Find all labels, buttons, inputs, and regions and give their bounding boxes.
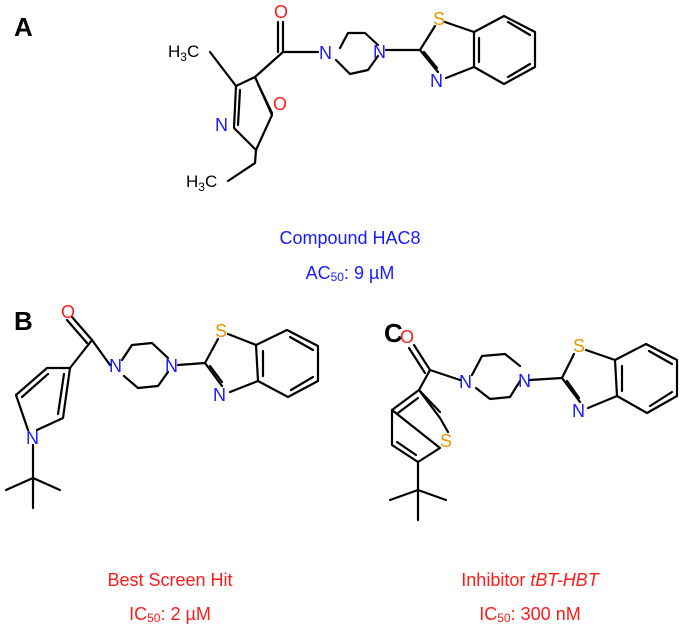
caption-a-metric-sub: 50 [330, 270, 344, 284]
a-ethyl-label: H3C [186, 172, 217, 194]
a-diazepane-n4: N [373, 42, 386, 62]
caption-a-metric-value: : 9 µM [343, 263, 395, 283]
caption-b-metric-label: IC [129, 604, 148, 624]
c-thiazole-sulfur: S [573, 336, 585, 356]
b-diazepane-n4: N [165, 356, 178, 376]
panel-a-letter: A [14, 12, 33, 42]
c-diazepane-n1: N [459, 372, 472, 392]
a-oxazole-oxygen: O [273, 94, 287, 114]
b-diazepane-n1: N [109, 356, 122, 376]
caption-c-metric-label: IC [479, 604, 498, 624]
caption-b-name: Best Screen Hit [107, 570, 233, 590]
c-thiophene-sulfur: S [440, 431, 452, 451]
caption-c-metric-sub: 50 [497, 611, 511, 625]
caption-c-metric-value: : 300 nM [510, 604, 581, 624]
a-carbonyl-oxygen: O [274, 2, 288, 22]
b-thiazole-nitrogen: N [213, 385, 226, 405]
caption-c-name: Inhibitor tBT-HBT [430, 570, 630, 591]
c-diazepane-n4: N [518, 371, 531, 391]
a-thiazole-sulfur: S [433, 9, 445, 29]
a-methyl-label: H3C [168, 42, 199, 64]
a-thiazole-nitrogen: N [430, 71, 443, 91]
caption-c-prefix: Inhibitor [461, 570, 531, 590]
caption-c-metric: IC50: 300 nM [430, 604, 630, 625]
a-oxazole-nitrogen: N [215, 115, 228, 135]
c-thiazole-nitrogen: N [572, 401, 585, 421]
structure-a: O N N S N N O H3C H3C [168, 2, 537, 194]
caption-b-metric: IC50: 2 µM [70, 604, 270, 625]
c-carbonyl-oxygen: O [400, 327, 414, 347]
b-thiazole-sulfur: S [215, 321, 227, 341]
caption-a-name: Compound HAC8 [279, 228, 421, 248]
a-diazepane-n1: N [319, 43, 332, 63]
b-carbonyl-oxygen: O [61, 302, 75, 322]
caption-a-metric: AC50: 9 µM [250, 263, 450, 284]
caption-c-italic-name: tBT-HBT [530, 570, 599, 590]
caption-b-metric-sub: 50 [147, 611, 161, 625]
caption-a-metric-label: AC [305, 263, 331, 283]
panel-b-letter: B [14, 306, 33, 336]
caption-b-metric-value: : 2 µM [160, 604, 211, 624]
panel-c-letter: C [384, 318, 403, 348]
b-pyrrole-nitrogen: N [26, 428, 39, 448]
structure-c: O N N S N S [388, 327, 679, 522]
structure-b: O N N S N N [4, 302, 320, 510]
